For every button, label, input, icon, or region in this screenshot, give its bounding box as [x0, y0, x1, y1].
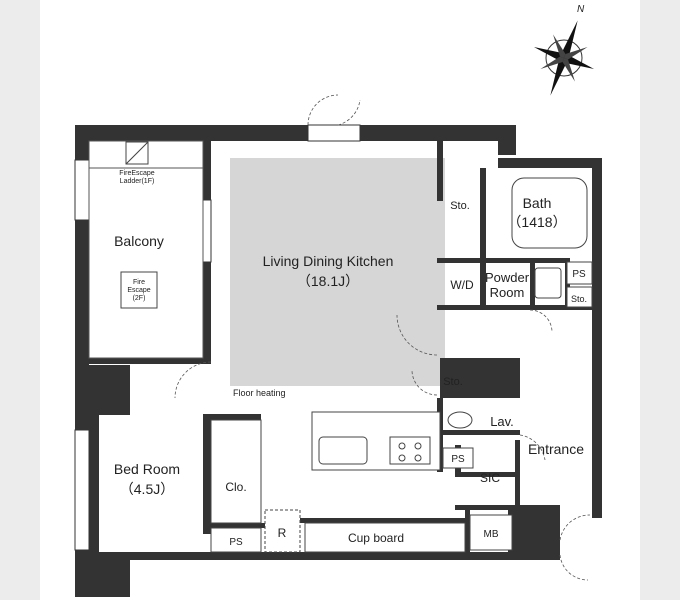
- balcony-label: Balcony: [114, 233, 164, 249]
- kitchen-sink-icon: [318, 436, 368, 465]
- floor-heating-zone: [230, 158, 445, 386]
- bath-size-label: （1418）: [507, 214, 566, 230]
- powder-room-label-line2: Room: [490, 285, 525, 300]
- fire-escape-hatch-label-line1: Fire: [133, 279, 145, 286]
- bath-name-label: Bath: [523, 195, 552, 211]
- powder-room-label-line1: Powder: [485, 270, 530, 285]
- windows: [74, 124, 361, 551]
- compass-rose-icon: [533, 20, 595, 96]
- sic-label: SIC: [480, 471, 500, 485]
- floor-plan: N: [74, 4, 602, 597]
- ps-bottom-label: PS: [229, 537, 243, 548]
- ps-box-top: [566, 261, 593, 285]
- compass-north-label: N: [577, 4, 585, 15]
- ldk-name-label: Living Dining Kitchen: [263, 253, 394, 269]
- fire-escape-hatch-label-line2: Escape: [127, 287, 150, 294]
- fire-escape-hatch-label-line3: (2F): [133, 295, 146, 302]
- fire-escape-ladder-label-line2: Ladder(1F): [120, 178, 155, 185]
- refrigerator-label: R: [278, 526, 287, 540]
- fire-escape-hatch-icon: [120, 271, 158, 309]
- closet-label: Clo.: [225, 480, 246, 494]
- toilet-icon: [447, 411, 473, 429]
- washbasin-icon: [534, 267, 562, 299]
- fire-escape-ladder-label-line1: FireEscape: [119, 170, 155, 177]
- small-storage-box: [566, 286, 593, 308]
- ps-box-middle: [442, 447, 474, 469]
- mb-label: MB: [484, 529, 499, 540]
- closet-area: [210, 419, 262, 524]
- burner-icons: [398, 442, 422, 462]
- bedroom-name-label: Bed Room: [114, 461, 180, 477]
- cupboard-label: Cup board: [348, 531, 404, 545]
- storage-small-label: Sto.: [571, 294, 587, 304]
- refrigerator-space: [264, 509, 301, 553]
- floor-heating-label: Floor heating: [233, 388, 286, 398]
- bedroom-size-label: （4.5J）: [120, 481, 174, 497]
- mb-box: [469, 514, 513, 551]
- balcony-area: [88, 140, 204, 359]
- lav-label: Lav.: [490, 414, 514, 429]
- entrance-label: Entrance: [528, 441, 584, 457]
- bathtub-icon: [511, 177, 588, 249]
- ps-box-bottom: [210, 527, 262, 553]
- floor-plan-canvas: N: [40, 0, 640, 600]
- wd-label: W/D: [450, 278, 474, 292]
- storage-top-label: Sto.: [450, 200, 470, 212]
- fire-escape-ladder-icon: [125, 141, 149, 165]
- cupboard-area: [304, 522, 466, 553]
- door-swings: [174, 94, 591, 581]
- ps-middle-label: PS: [451, 454, 465, 465]
- storage-mid-label: Sto.: [443, 376, 463, 388]
- stove-icon: [389, 436, 431, 465]
- ps-top-label: PS: [572, 269, 586, 280]
- ldk-size-label: （18.1J）: [297, 273, 359, 289]
